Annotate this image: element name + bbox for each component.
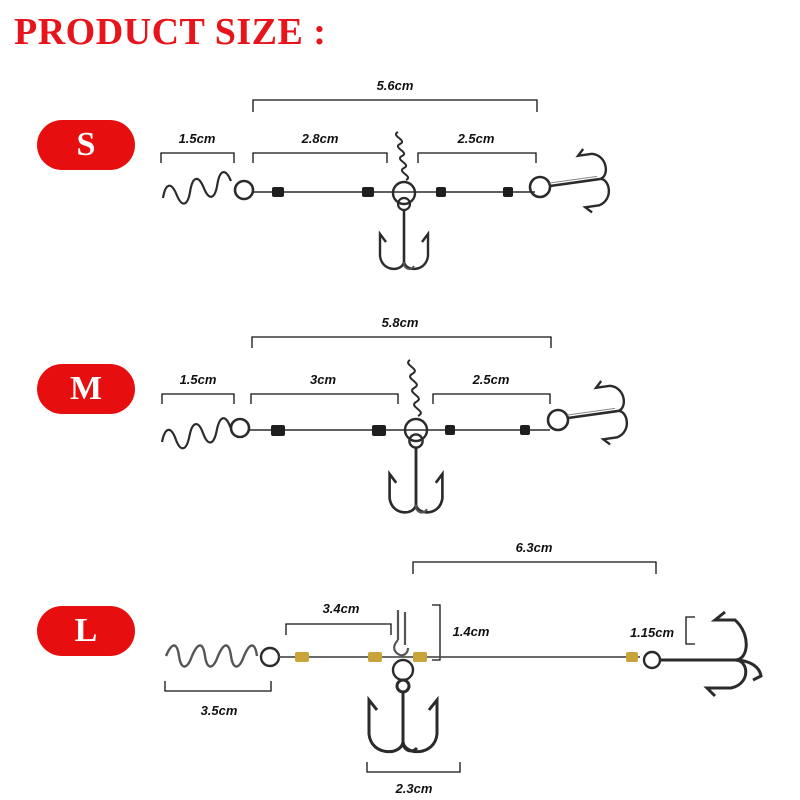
brass-crimp-sleeve bbox=[626, 652, 638, 662]
dim-label-screw-l: 3.5cm bbox=[200, 703, 238, 718]
size-badge-s: S bbox=[37, 120, 135, 170]
corkscrew-icon bbox=[164, 644, 259, 668]
dim-label-hook-width-l: 2.3cm bbox=[395, 781, 433, 796]
dim-label-left-l: 3.4cm bbox=[322, 601, 360, 616]
crimp-sleeve bbox=[271, 425, 285, 436]
split-ring-icon bbox=[259, 646, 281, 668]
dim-label-tail-hook-l: 1.15cm bbox=[629, 625, 675, 640]
split-ring-icon bbox=[642, 650, 662, 670]
page-title: PRODUCT SIZE : bbox=[14, 11, 327, 53]
brass-crimp-sleeve bbox=[368, 652, 382, 662]
treble-hook-icon bbox=[562, 376, 631, 451]
dim-label-total-l: 6.3cm bbox=[515, 540, 553, 555]
crimp-sleeve bbox=[445, 425, 455, 435]
dim-label-total-m: 5.8cm bbox=[381, 315, 419, 330]
treble-hook-icon bbox=[367, 678, 439, 754]
split-ring-icon bbox=[229, 417, 251, 439]
treble-hook-icon bbox=[388, 432, 444, 514]
rig-l bbox=[164, 561, 763, 773]
dim-label-left-s: 2.8cm bbox=[301, 131, 339, 146]
spike-pin-icon bbox=[393, 610, 410, 657]
dimension-lines-m bbox=[161, 336, 552, 404]
crimp-sleeve bbox=[362, 187, 374, 197]
brass-crimp-sleeve bbox=[295, 652, 309, 662]
split-ring-icon bbox=[546, 408, 570, 432]
dim-label-total-s: 5.6cm bbox=[376, 78, 414, 93]
corkscrew-icon bbox=[158, 416, 234, 454]
dim-label-screw-s: 1.5cm bbox=[178, 131, 216, 146]
split-ring-icon bbox=[391, 180, 417, 206]
dimension-lines-l bbox=[164, 561, 695, 773]
brass-crimp-sleeve bbox=[413, 652, 427, 662]
treble-hook-icon bbox=[378, 196, 430, 271]
rig-m bbox=[158, 336, 631, 514]
crimp-sleeve bbox=[372, 425, 386, 436]
dim-label-screw-m: 1.5cm bbox=[179, 372, 217, 387]
dim-label-height-l: 1.4cm bbox=[452, 624, 490, 639]
crimp-sleeve bbox=[520, 425, 530, 435]
corkscrew-icon bbox=[407, 359, 422, 417]
dim-label-right-s: 2.5cm bbox=[457, 131, 495, 146]
corkscrew-icon bbox=[395, 131, 409, 181]
crimp-sleeve bbox=[503, 187, 513, 197]
dim-label-right-m: 2.5cm bbox=[472, 372, 510, 387]
corkscrew-icon bbox=[159, 169, 235, 210]
treble-hook-icon bbox=[660, 610, 763, 698]
size-badge-l: L bbox=[37, 606, 135, 656]
size-badge-m: M bbox=[37, 364, 135, 414]
split-ring-icon bbox=[403, 417, 429, 443]
split-ring-icon bbox=[528, 175, 552, 199]
dimension-lines-s bbox=[160, 99, 538, 163]
crimp-sleeve bbox=[272, 187, 284, 197]
treble-hook-icon bbox=[544, 144, 613, 219]
dim-label-left-m: 3cm bbox=[309, 372, 337, 387]
rig-s bbox=[159, 99, 613, 271]
split-ring-icon bbox=[391, 658, 415, 682]
crimp-sleeve bbox=[436, 187, 446, 197]
split-ring-icon bbox=[233, 179, 255, 201]
